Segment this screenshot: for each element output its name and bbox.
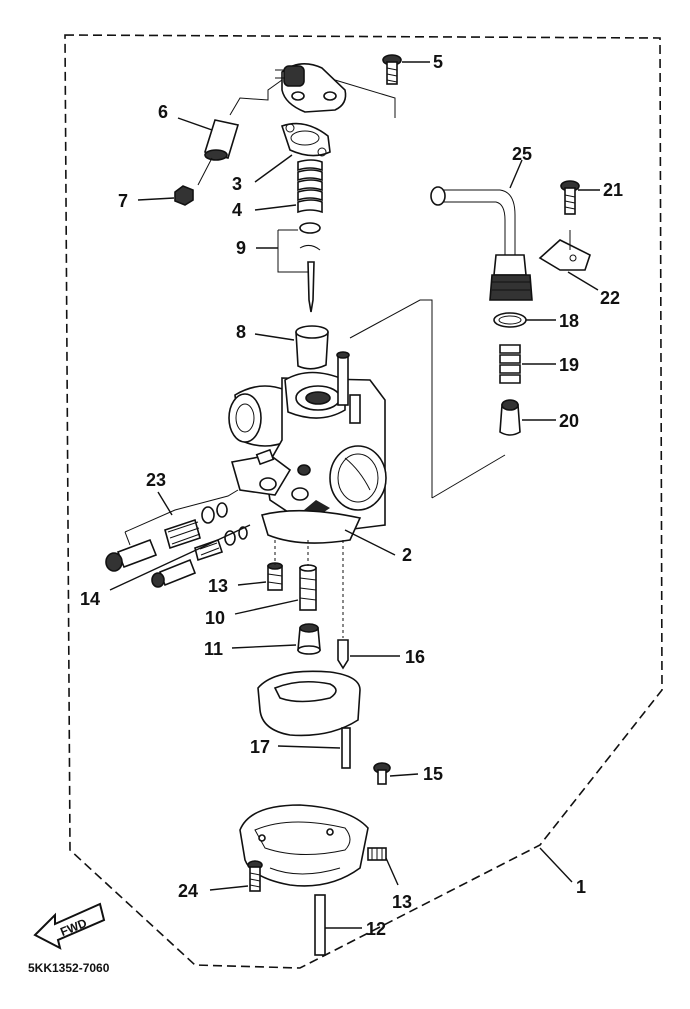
callout-8: 8 [236,322,246,342]
callout-23: 23 [146,470,166,490]
callout-10: 10 [205,608,225,628]
part-9-needle-clip [277,222,321,313]
fwd-label: FWD [58,916,89,939]
callout-12: 12 [366,919,386,939]
callout-3: 3 [232,174,242,194]
part-8-throttle-valve [295,325,329,370]
part-13-upper-jet [267,540,283,591]
assembly-boundary [64,34,663,969]
fwd-arrow-icon: FWD [33,902,106,950]
callout-1: 1 [576,877,586,897]
callout-18: 18 [559,311,579,331]
callout-9: 9 [236,238,246,258]
part-13-lower-screw [367,847,387,861]
callout-4: 4 [232,200,242,220]
part-11-main-jet [297,623,321,655]
callout-7: 7 [118,191,128,211]
float-bowl [239,804,369,887]
part-25-choke-cable [430,186,533,301]
part-16-float-needle [337,540,349,670]
callout-20: 20 [559,411,579,431]
callout-22: 22 [600,288,620,308]
part-6-cable-sleeve [197,119,240,186]
callout-11: 11 [204,639,223,659]
part-10-needle-jet [299,540,317,611]
part-5-screw [382,54,402,85]
part-7-nut [174,185,194,206]
callout-14: 14 [80,589,100,609]
callout-19: 19 [559,355,579,375]
part-3-gasket [280,122,331,157]
carburetor-body [228,299,506,544]
part-23-pilot-screw-set [124,489,239,550]
carb-top-cap [275,63,347,113]
callout-17: 17 [250,737,270,757]
callout-21: 21 [603,180,623,200]
part-15-screw [373,762,391,785]
callout-13-upper: 13 [208,576,228,596]
callout-13-lower: 13 [392,892,412,912]
part-22-plate [538,230,591,271]
callout-15: 15 [423,764,443,784]
part-17-float-and-pin [257,670,361,769]
callout-5: 5 [433,52,443,72]
drawing-code: 5KK1352-7060 [28,961,110,975]
part-18-o-ring [493,312,527,328]
callout-2: 2 [402,545,412,565]
part-24-screw [247,860,263,892]
callout-25: 25 [512,144,532,164]
part-19-spring [499,344,521,384]
part-12-drain-tube [314,894,326,956]
part-20-plunger [499,399,521,436]
callout-24: 24 [178,881,198,901]
part-4-spring [297,159,323,214]
callout-6: 6 [158,102,168,122]
callout-16: 16 [405,647,425,667]
part-21-screw [560,180,580,215]
